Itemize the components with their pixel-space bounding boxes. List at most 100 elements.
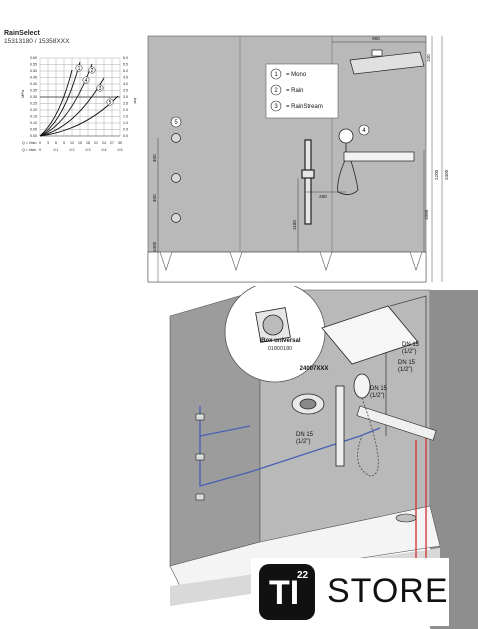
body-jet-nozzles (195, 413, 205, 501)
x-row1-tick: 24 (102, 141, 106, 145)
y-right-tick: 4.0 (123, 82, 128, 86)
curve-2 (39, 63, 93, 137)
y-axis-label: MPa (20, 89, 25, 98)
y-left-tick: 0.50 (30, 69, 37, 73)
curve-label-5: 5 (109, 100, 112, 106)
pipe-dn-4: DN 15 (296, 432, 314, 438)
pipe-size-2: (1/2") (398, 367, 412, 373)
flow-pressure-chart: 1 2 3 4 5 0.60 0.55 0.50 0.45 0.40 0.35 … (20, 56, 138, 152)
curve-label-3: 3 (99, 86, 102, 92)
y-left-tick: 0.00 (30, 134, 37, 138)
product-codes: 15313180 / 15358XXX (4, 38, 70, 45)
x-row2-tick: 0.5 (118, 148, 123, 152)
x-row2-tick: 0.3 (86, 148, 91, 152)
legend-label-3: = RainStream (286, 104, 323, 110)
shower-rail (301, 139, 315, 225)
y-right-tick: 3.0 (123, 95, 128, 99)
shower-hose (357, 397, 379, 477)
x-row1-tick: 21 (94, 141, 98, 145)
legend-num-2: 2 (274, 88, 278, 94)
y-left-tick: 0.25 (30, 102, 37, 106)
dimension-lines (157, 36, 443, 282)
curve-number-markers: 1 2 3 4 5 (75, 64, 114, 106)
x-row1-tick: 27 (110, 141, 114, 145)
x-row2-tick: 0.2 (70, 148, 75, 152)
front-elevation-drawing: 5 4 1 = Mono 2 = Rain 3 = RainStream 900… (147, 35, 449, 283)
y-left-tick: 0.30 (30, 95, 37, 99)
pipe-dn-2: DN 15 (398, 360, 416, 366)
dim-left-2: 400 (152, 194, 157, 202)
curve-1 (39, 61, 81, 137)
y-left-tick: 0.20 (30, 108, 37, 112)
pipe-size-3: (1/2") (370, 393, 384, 399)
x-row1-label: Q = l/min (22, 141, 36, 145)
drain (395, 513, 417, 523)
overhead-shower (349, 49, 425, 75)
product-title-block: RainSelect 15313180 / 15358XXX (4, 30, 69, 45)
x-row1-tick: 6 (55, 141, 57, 145)
thermostat-bar-3d (356, 405, 437, 441)
y-right-tick: 0.5 (123, 128, 128, 132)
x-row1-tick: 0 (39, 141, 41, 145)
overhead-shower-3d (321, 305, 419, 365)
dim-hand-width: 200 (319, 194, 327, 199)
legend-num-1: 1 (274, 72, 278, 78)
pipe-size-4: (1/2") (296, 439, 310, 445)
x-row1-tick: 12 (70, 141, 74, 145)
curve-4 (39, 69, 73, 137)
dim-rail-height: 1100 (292, 220, 297, 230)
y-left-tick: 0.60 (30, 56, 37, 60)
logo-store: STORE (327, 572, 449, 610)
product-name: RainSelect (4, 30, 40, 37)
pipe-dn-3: DN 15 (370, 386, 388, 392)
curve-5 (39, 95, 119, 137)
pipe-size-1: (1/2") (402, 349, 416, 355)
dim-right-height-2: 2400 (444, 169, 449, 180)
mode-legend: 1 = Mono 2 = Rain 3 = RainStream (265, 63, 339, 119)
pipe-dn-1: DN 15 (402, 342, 420, 348)
y-right-tick: 0.0 (123, 134, 128, 138)
y-left-tick-labels: 0.60 0.55 0.50 0.45 0.40 0.35 0.30 0.25 … (30, 56, 37, 138)
thermostat-bar (343, 151, 415, 162)
y-right-tick: 5.0 (123, 69, 128, 73)
store-logo[interactable]: TI 22 STORE (251, 558, 449, 626)
legend-label-2: = Rain (286, 88, 304, 94)
x-row1-tick: 18 (86, 141, 90, 145)
y-left-tick: 0.45 (30, 76, 37, 80)
y-left-tick: 0.05 (30, 128, 37, 132)
flow-curves (39, 61, 119, 137)
body-jets (171, 133, 181, 223)
corner-wall (430, 290, 478, 629)
curve-label-1: 1 (78, 66, 81, 72)
y-right-tick: 5.5 (123, 63, 128, 67)
x-row1-tick: 9 (63, 141, 65, 145)
overhead-code: 24007XXX (300, 366, 329, 372)
dim-left-1: 400 (152, 154, 157, 162)
y-right-tick: 6.0 (123, 56, 128, 60)
ibox-code: 01800180 (268, 346, 292, 352)
hand-shower-3d (335, 373, 371, 467)
y-right-axis-label: bar (133, 98, 138, 104)
y-left-tick: 0.55 (30, 63, 37, 67)
x-row2-tick: 0.1 (54, 148, 59, 152)
shower-tray (169, 505, 441, 587)
x-row1-tick: 30 (118, 141, 122, 145)
callout-body-jets: 5 (174, 120, 178, 126)
dim-right-height-1: 2200 (434, 169, 439, 180)
x-row2-tick: 0.4 (102, 148, 107, 152)
y-left-tick: 0.10 (30, 121, 37, 125)
y-left-tick: 0.15 (30, 115, 37, 119)
curve-label-2: 2 (91, 68, 94, 74)
y-right-tick-labels: 6.0 5.5 5.0 4.5 4.0 3.5 3.0 2.5 2.0 1.5 … (123, 56, 128, 138)
hand-shower (337, 128, 359, 195)
logo-sup: 22 (297, 570, 309, 581)
dim-right-top: 100 (426, 54, 431, 62)
x-row1-tick: 15 (78, 141, 82, 145)
dim-left-3: 1400 (152, 241, 157, 252)
curve-label-4: 4 (85, 78, 88, 84)
x-row2-label: Q = l/sec (22, 148, 36, 152)
dimension-labels: 900 100 2200 2400 1000 400 400 1400 1100… (152, 36, 449, 252)
x-row1-tick: 3 (47, 141, 49, 145)
y-right-tick: 1.0 (123, 121, 128, 125)
y-right-tick: 2.5 (123, 102, 128, 106)
